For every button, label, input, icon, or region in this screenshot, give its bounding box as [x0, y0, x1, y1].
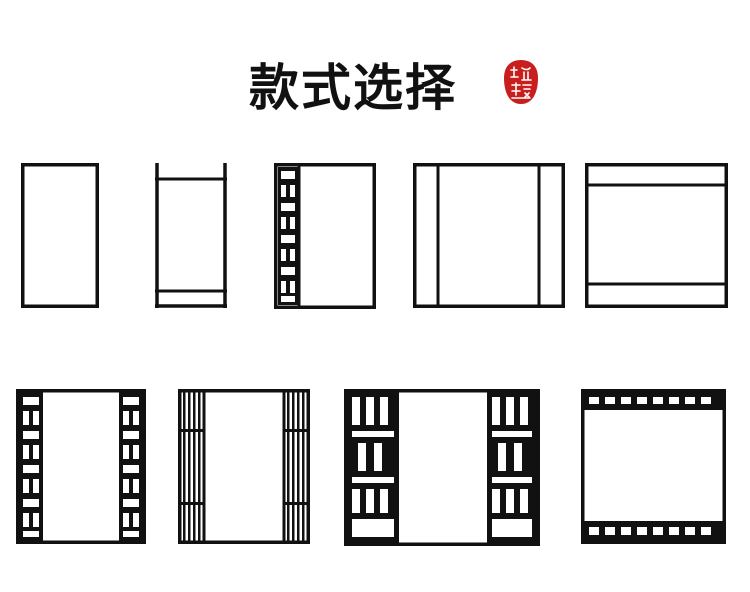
style-option-side-panels[interactable] — [413, 163, 565, 308]
style-option-plain-frame[interactable] — [21, 163, 99, 308]
style-option-left-lattice[interactable] — [274, 163, 376, 309]
style-option-top-bottom-panels[interactable] — [585, 163, 728, 308]
style-option-wide-side-lattice[interactable] — [344, 389, 540, 546]
style-option-open-top-frame[interactable] — [155, 163, 227, 308]
style-option-side-slats[interactable] — [178, 389, 310, 544]
style-option-top-bottom-lattice[interactable] — [581, 389, 726, 544]
style-option-double-side-lattice[interactable] — [16, 389, 146, 544]
seal-stamp — [504, 60, 538, 104]
page-title: 款式选择 — [249, 59, 457, 117]
